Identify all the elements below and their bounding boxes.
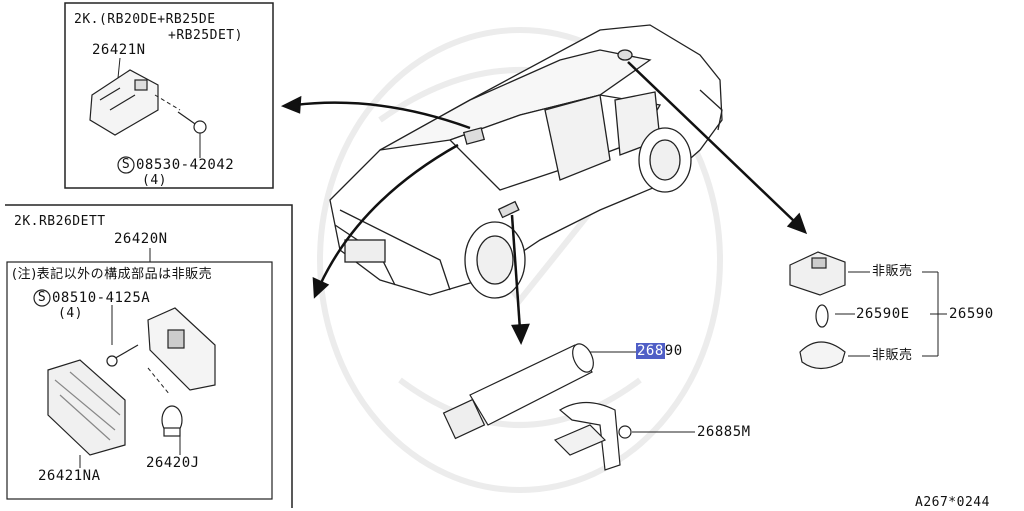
screw-a-quantity: (4) (142, 173, 167, 188)
box-a-frame (64, 2, 274, 189)
car-illustration (329, 24, 723, 299)
part-label-26890: 26890 (636, 343, 683, 359)
box-a-lens-drawing (89, 69, 159, 136)
box-b-screw-drawing (106, 344, 139, 367)
part-label-26421n: 26421N (92, 42, 146, 58)
not-sold-label-1: 非販売 (872, 264, 913, 279)
right-leaders (835, 271, 947, 357)
part-label-26885m: 26885M (697, 424, 751, 440)
box-b-bracket-drawing (147, 307, 216, 391)
box-b-lens-drawing (47, 359, 126, 456)
box-a-screw-drawing (177, 111, 207, 134)
part-label-26590: 26590 (949, 306, 994, 322)
standard-mark-a: S (121, 157, 131, 172)
box-b-leaders (79, 248, 181, 468)
right-cover-drawing (799, 341, 846, 370)
standard-mark-a-circle (117, 156, 135, 174)
non-sale-note: (注)表記以外の構成部品は非販売 (12, 267, 213, 282)
box-a-title-line2: +RB25DET) (168, 28, 243, 43)
screw-b-quantity: (4) (58, 306, 83, 321)
center-leaders (590, 351, 695, 433)
part-label-26890-highlight: 268 (636, 343, 665, 359)
part-label-screw-b: 08510-4125A (52, 290, 151, 306)
standard-mark-b-circle (33, 289, 51, 307)
box-b-frame (5, 204, 293, 508)
part-label-26590e: 26590E (856, 306, 910, 322)
box-a-title-line1: 2K.(RB20DE+RB25DE (74, 12, 216, 27)
part-label-26420j: 26420J (146, 455, 200, 471)
part-label-26421na: 26421NA (38, 468, 101, 484)
right-bulb-drawing (815, 304, 829, 328)
box-b-title: 2K.RB26DETT (14, 214, 106, 229)
pointer-arrows (280, 61, 808, 346)
part-label-26890-rest: 90 (664, 343, 683, 359)
box-b-inner-frame (6, 261, 273, 500)
holder-drawing (553, 401, 632, 471)
part-label-26420n: 26420N (114, 231, 168, 247)
right-lamp-drawing (789, 251, 846, 296)
box-a-leaders (117, 57, 201, 158)
not-sold-label-2: 非販売 (872, 348, 913, 363)
box-b-bulb-drawing (161, 405, 183, 437)
part-label-screw-a: 08530-42042 (136, 157, 235, 173)
flashlight-drawing (442, 343, 594, 440)
standard-mark-b: S (37, 290, 47, 305)
diagram-id: A267*0244 (915, 495, 990, 510)
